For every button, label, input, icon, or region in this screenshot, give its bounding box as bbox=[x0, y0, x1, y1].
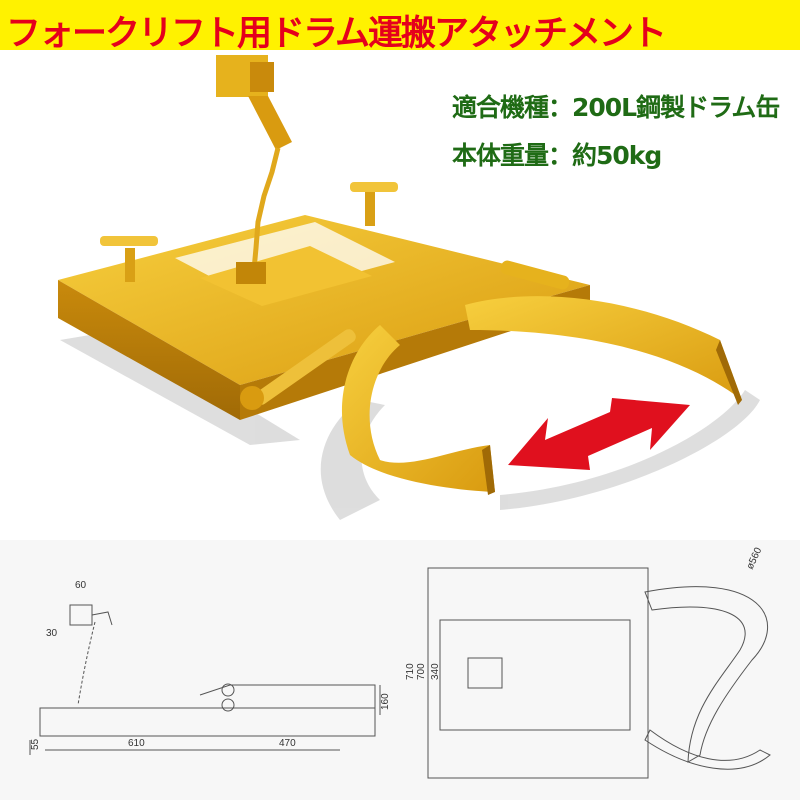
hanging-bracket bbox=[216, 55, 292, 150]
frame-body bbox=[58, 215, 590, 420]
technical-drawings: 60 30 55 610 470 160 710 700 340 ø560 bbox=[0, 540, 800, 800]
dim-height-55: 55 bbox=[30, 738, 41, 750]
page-title: フォークリフト用ドラム運搬アタッチメント bbox=[6, 14, 667, 54]
dim-width-340: 340 bbox=[430, 663, 441, 680]
side-view-drawing bbox=[29, 604, 381, 755]
lever-arm[interactable] bbox=[240, 259, 571, 410]
dim-length-470: 470 bbox=[279, 738, 296, 749]
dim-angle-60: 60 bbox=[75, 580, 87, 591]
clamp-arm-rear bbox=[465, 296, 742, 405]
dim-length-610: 610 bbox=[128, 738, 145, 749]
double-headed-arrow-icon bbox=[508, 398, 690, 470]
dim-width-700: 700 bbox=[416, 663, 427, 680]
t-handle-right[interactable] bbox=[350, 182, 398, 226]
lifting-chain bbox=[251, 147, 281, 271]
spec-compatible-model: 適合機種：200L鋼製ドラム缶 bbox=[452, 93, 780, 122]
dim-plate-160: 160 bbox=[380, 693, 391, 710]
dim-width-710: 710 bbox=[405, 663, 416, 680]
title-banner: フォークリフト用ドラム運搬アタッチメント bbox=[0, 0, 800, 54]
chain-anchor bbox=[236, 262, 266, 284]
dim-diameter-560: ø560 bbox=[745, 546, 765, 572]
drawings-svg: 60 30 55 610 470 160 710 700 340 ø560 bbox=[29, 546, 771, 779]
dim-hook-30: 30 bbox=[46, 628, 58, 639]
clamp-arm-front bbox=[341, 325, 495, 495]
top-view-drawing bbox=[427, 567, 771, 779]
t-handle-left[interactable] bbox=[100, 236, 158, 282]
spec-body-weight: 本体重量：約50kg bbox=[452, 141, 662, 170]
attachment-illustration bbox=[58, 55, 760, 520]
